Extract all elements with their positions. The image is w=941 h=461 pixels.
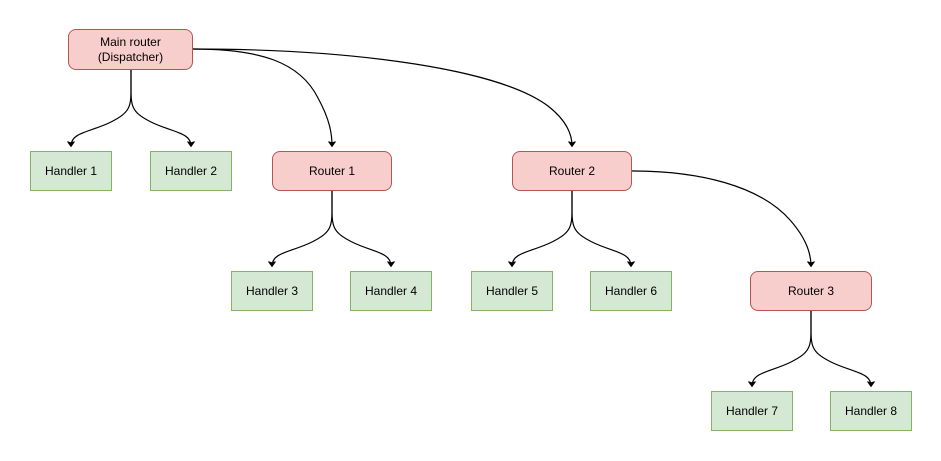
edge-router-1-to-handler-4 <box>331 190 391 266</box>
edge-router-2-to-handler-6 <box>571 190 631 266</box>
node-handler-7[interactable]: Handler 7 <box>711 391 793 431</box>
edge-router-2-to-router-3 <box>631 170 811 266</box>
edge-main-to-handler-1 <box>71 69 132 146</box>
node-label-router-1: Router 1 <box>308 163 356 178</box>
node-handler-8[interactable]: Handler 8 <box>830 391 912 431</box>
edge-router-2-to-handler-5 <box>512 190 573 266</box>
node-handler-4[interactable]: Handler 4 <box>350 271 432 311</box>
edge-router-1-to-handler-3 <box>272 190 333 266</box>
node-label-handler-8: Handler 8 <box>844 403 898 418</box>
edge-main-to-handler-2 <box>130 69 191 146</box>
edge-main-to-router-2 <box>192 48 572 146</box>
node-label-handler-7: Handler 7 <box>725 403 779 418</box>
node-handler-3[interactable]: Handler 3 <box>231 271 313 311</box>
node-handler-1[interactable]: Handler 1 <box>30 151 112 191</box>
node-label-handler-4: Handler 4 <box>364 283 418 298</box>
node-router-3[interactable]: Router 3 <box>750 271 872 311</box>
edges-group <box>71 48 871 386</box>
node-label-router-2: Router 2 <box>548 163 596 178</box>
node-label-handler-1: Handler 1 <box>44 163 98 178</box>
edge-main-to-router-1 <box>192 48 332 146</box>
edge-router-3-to-handler-7 <box>752 310 812 386</box>
node-router-2[interactable]: Router 2 <box>512 151 632 191</box>
node-label-handler-3: Handler 3 <box>245 283 299 298</box>
node-handler-2[interactable]: Handler 2 <box>150 151 232 191</box>
node-handler-6[interactable]: Handler 6 <box>590 271 672 311</box>
node-label-handler-6: Handler 6 <box>604 283 658 298</box>
node-handler-5[interactable]: Handler 5 <box>471 271 553 311</box>
node-label-handler-2: Handler 2 <box>164 163 218 178</box>
node-main-router[interactable]: Main router (Dispatcher) <box>68 29 193 70</box>
node-label-handler-5: Handler 5 <box>485 283 539 298</box>
edge-router-3-to-handler-8 <box>810 310 871 386</box>
node-label-router-3: Router 3 <box>787 283 835 298</box>
node-router-1[interactable]: Router 1 <box>272 151 392 191</box>
node-label-main-router: Main router (Dispatcher) <box>97 34 164 64</box>
